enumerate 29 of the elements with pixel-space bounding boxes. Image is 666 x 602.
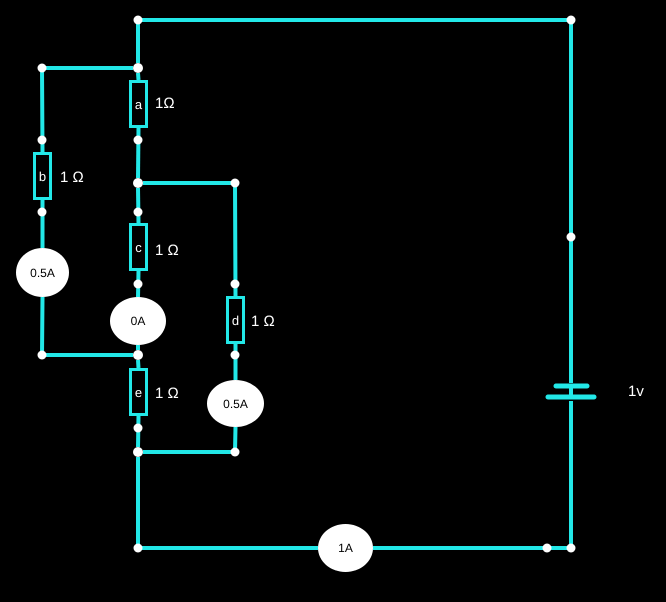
wire <box>136 72 140 80</box>
wire <box>136 345 140 350</box>
resistor: b <box>33 152 52 200</box>
battery-symbol <box>545 383 597 401</box>
voltage-label: 1v <box>628 384 644 399</box>
ammeter: 0.5A <box>207 380 264 427</box>
resistance-value: 1 Ω <box>251 314 275 329</box>
wire <box>136 128 140 178</box>
resistor: a <box>129 80 148 128</box>
ammeter: 0.5A <box>16 248 69 297</box>
resistor: d <box>226 296 245 344</box>
wire <box>373 401 573 550</box>
resistance-value: 1 Ω <box>155 243 179 258</box>
wire <box>143 426 238 454</box>
wire <box>234 344 238 380</box>
resistor: e <box>129 368 148 416</box>
wire <box>40 200 44 248</box>
wire <box>40 296 133 357</box>
resistor: c <box>129 223 148 271</box>
resistance-value: 1Ω <box>155 96 175 111</box>
wire <box>136 188 140 224</box>
wire <box>136 360 140 368</box>
wire <box>136 416 140 448</box>
resistance-value: 1 Ω <box>155 386 179 401</box>
ammeter: 1A <box>318 524 373 572</box>
wire <box>136 18 573 383</box>
ammeter: 0A <box>110 297 166 345</box>
resistance-value: 1 Ω <box>60 170 84 185</box>
wire <box>136 457 318 550</box>
